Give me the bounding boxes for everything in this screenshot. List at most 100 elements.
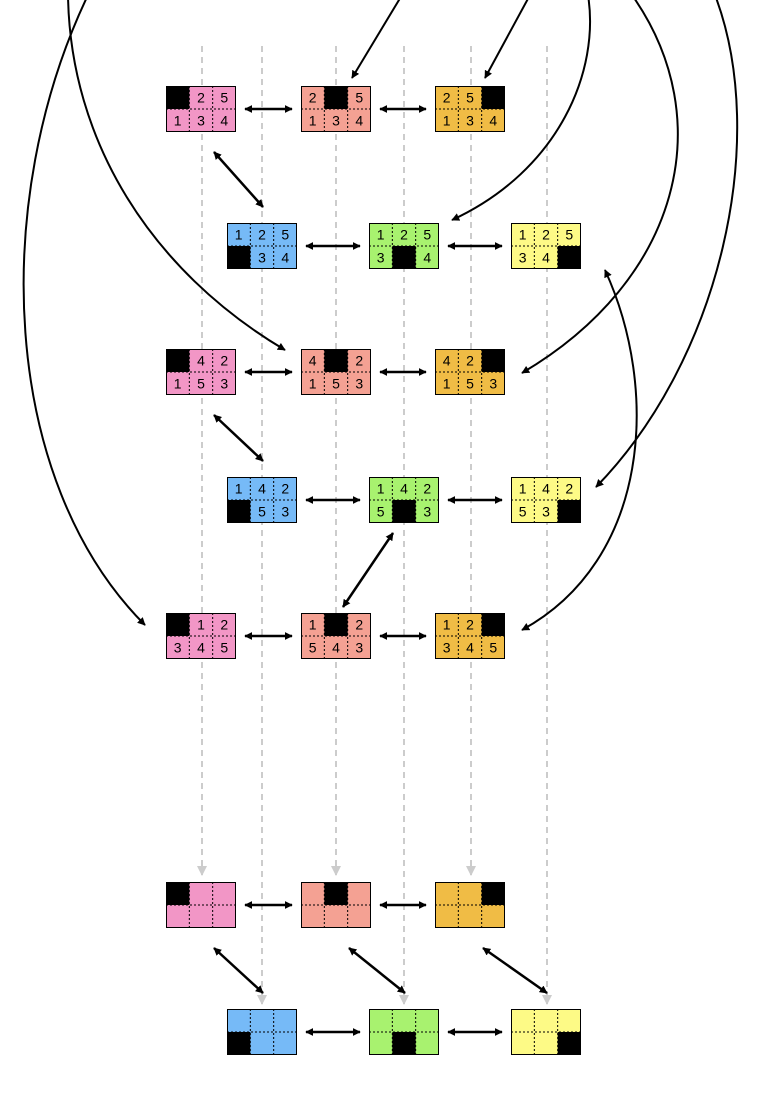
long-transition-arrow — [351, 0, 401, 79]
puzzle-state — [511, 1009, 581, 1055]
tile-number: 2 — [197, 90, 205, 106]
puzzle-state — [301, 882, 371, 928]
transition-arrow — [341, 532, 395, 608]
tile-number: 4 — [332, 640, 340, 656]
tile-number: 5 — [466, 376, 474, 392]
transition-arrow — [213, 414, 264, 462]
tile-number: 1 — [443, 113, 451, 129]
tile-number: 3 — [258, 250, 266, 266]
long-transition-arrow — [22, 0, 146, 626]
transition-arrows — [213, 105, 548, 1036]
tile-number: 4 — [281, 250, 289, 266]
tile-number: 4 — [466, 640, 474, 656]
tile-number: 4 — [258, 481, 266, 497]
tile-number: 1 — [377, 481, 385, 497]
tile-number: 5 — [309, 640, 317, 656]
transition-arrow — [348, 947, 406, 994]
tile-number: 5 — [377, 504, 385, 520]
empty-slot — [166, 86, 190, 109]
tile-number: 4 — [443, 353, 451, 369]
transition-arrow — [482, 946, 548, 995]
long-transition-arrow — [595, 0, 739, 488]
empty-slot — [392, 1032, 416, 1055]
long-transition-arrow — [484, 0, 529, 79]
tile-number: 3 — [197, 113, 205, 129]
empty-slot — [324, 349, 348, 372]
state-border — [166, 86, 236, 132]
tile-number: 5 — [197, 376, 205, 392]
long-transition-arrow — [521, 269, 638, 631]
empty-slot — [392, 500, 416, 523]
tile-number: 3 — [174, 640, 182, 656]
tile-number: 2 — [355, 617, 363, 633]
empty-slot — [227, 246, 251, 269]
empty-slot — [481, 613, 505, 636]
tile-number: 2 — [355, 353, 363, 369]
tile-number: 1 — [309, 113, 317, 129]
tile-number: 4 — [400, 481, 408, 497]
transition-arrow — [213, 947, 264, 994]
transition-arrow — [213, 151, 264, 208]
state-border — [301, 613, 371, 659]
tile-number: 3 — [355, 640, 363, 656]
empty-slot — [557, 500, 581, 523]
empty-slot — [324, 882, 348, 905]
tile-number: 1 — [309, 376, 317, 392]
long-transition-arrow — [451, 0, 592, 221]
tile-number: 1 — [309, 617, 317, 633]
guide-lines — [197, 46, 552, 1005]
state-border — [511, 223, 581, 269]
tile-number: 4 — [542, 481, 550, 497]
state-border — [227, 1009, 297, 1055]
state-border — [166, 882, 236, 928]
long-transition-arrows — [22, 0, 739, 631]
tile-number: 2 — [542, 227, 550, 243]
empty-slot — [392, 246, 416, 269]
empty-slot — [481, 882, 505, 905]
tile-number: 1 — [377, 227, 385, 243]
state-border — [166, 613, 236, 659]
tile-number: 3 — [377, 250, 385, 266]
tile-number: 1 — [174, 376, 182, 392]
tile-number: 2 — [443, 90, 451, 106]
tile-number: 4 — [220, 113, 228, 129]
tile-number: 3 — [423, 504, 431, 520]
tile-number: 1 — [443, 617, 451, 633]
tile-number: 3 — [220, 376, 228, 392]
empty-slot — [166, 882, 190, 905]
tile-number: 1 — [519, 481, 527, 497]
tile-number: 5 — [220, 90, 228, 106]
puzzle-state — [369, 1009, 439, 1055]
state-border — [301, 882, 371, 928]
tile-number: 3 — [355, 376, 363, 392]
tile-number: 5 — [355, 90, 363, 106]
tile-number: 5 — [565, 227, 573, 243]
state-border — [227, 477, 297, 523]
tile-number: 5 — [466, 90, 474, 106]
tile-number: 5 — [281, 227, 289, 243]
empty-slot — [166, 613, 190, 636]
empty-slot — [481, 349, 505, 372]
tile-number: 2 — [258, 227, 266, 243]
tile-number: 2 — [466, 353, 474, 369]
tile-number: 2 — [423, 481, 431, 497]
empty-slot — [557, 246, 581, 269]
empty-slot — [166, 349, 190, 372]
tile-number: 4 — [309, 353, 317, 369]
tile-number: 2 — [281, 481, 289, 497]
tile-number: 3 — [281, 504, 289, 520]
empty-slot — [227, 500, 251, 523]
tile-number: 4 — [197, 353, 205, 369]
tile-number: 2 — [400, 227, 408, 243]
